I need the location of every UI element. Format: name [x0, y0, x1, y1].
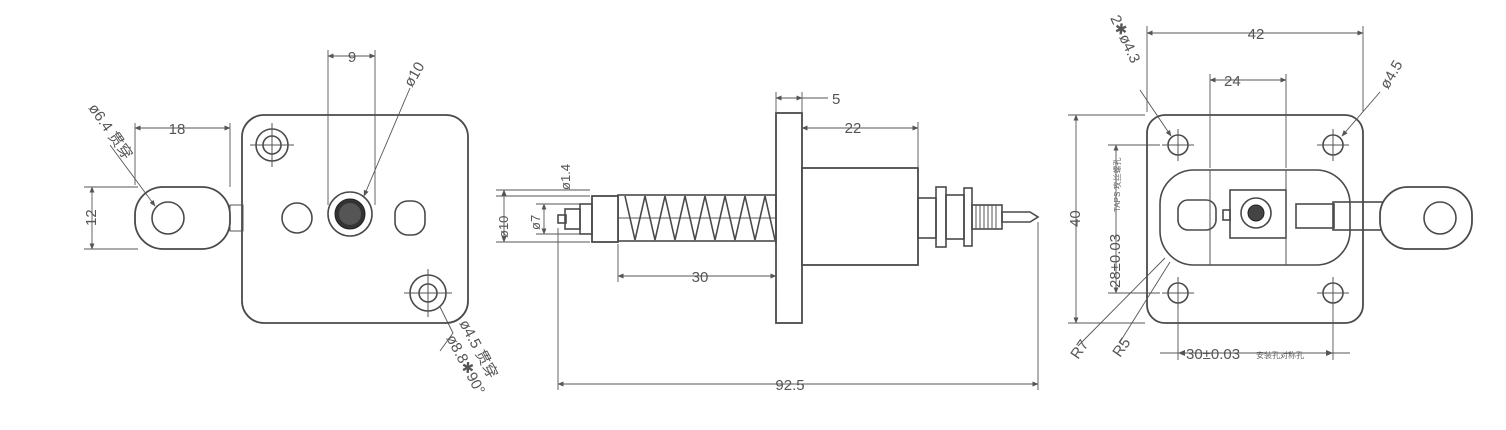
- flange: [775, 112, 803, 324]
- dim-d7-label: ø7: [528, 215, 543, 230]
- front-view: 9 ø10 18 ø6.4 贯穿 12 ø4.5 贯穿 ø8.8✱90°: [83, 49, 501, 398]
- pocket-left: [281, 202, 313, 234]
- dim-2d43-label: 2✱ø4.3: [1106, 13, 1143, 66]
- rear-tab: [1379, 186, 1473, 250]
- dim-9-label: 9: [348, 49, 356, 66]
- dim-925-label: 92.5: [775, 377, 804, 394]
- dim-d64-label: ø6.4 贯穿: [85, 101, 136, 163]
- dim-30-rear-label: 30±0.03: [1186, 346, 1240, 363]
- dim-r7-label: R7: [1067, 337, 1092, 362]
- dim-40-label: 40: [1067, 210, 1084, 227]
- mounting-tab: [134, 186, 231, 250]
- dim-22-label: 22: [845, 120, 862, 137]
- dim-30-label: 30: [692, 269, 709, 286]
- end-nut: [591, 195, 619, 243]
- plunger-outer: [327, 191, 373, 237]
- dim-24-label: 24: [1224, 73, 1241, 90]
- dim-d45-rear-label: ø4.5: [1377, 58, 1407, 92]
- dim-42-label: 42: [1248, 26, 1265, 43]
- tab-hole: [151, 201, 185, 235]
- output-pin: [1001, 211, 1040, 223]
- dim-30-note: 安装孔对称孔: [1256, 350, 1304, 360]
- rear-boss: [1159, 169, 1351, 266]
- dim-5-label: 5: [832, 91, 840, 108]
- dim-d10-side-label: ø10: [496, 216, 511, 238]
- dim-d10-label: ø10: [401, 59, 429, 90]
- dim-28-note: TAPS 攻丝螺孔: [1112, 157, 1122, 212]
- spring: [624, 195, 776, 241]
- dim-12-label: 12: [83, 209, 100, 226]
- dim-28-label: 28±0.03: [1107, 234, 1124, 288]
- dim-18-label: 18: [169, 121, 186, 138]
- dim-r5-label: R5: [1109, 335, 1134, 360]
- side-view: 5 22 ø1.4 ø10 ø7 30 92.5: [496, 91, 1040, 394]
- coil-body: [801, 167, 919, 266]
- pocket-right: [394, 200, 426, 236]
- rear-view: 42 24 2✱ø4.3 ø4.5 40 28±0.03 TAPS 攻丝螺孔 R…: [1067, 13, 1473, 363]
- dim-d14-label: ø1.4: [558, 164, 573, 190]
